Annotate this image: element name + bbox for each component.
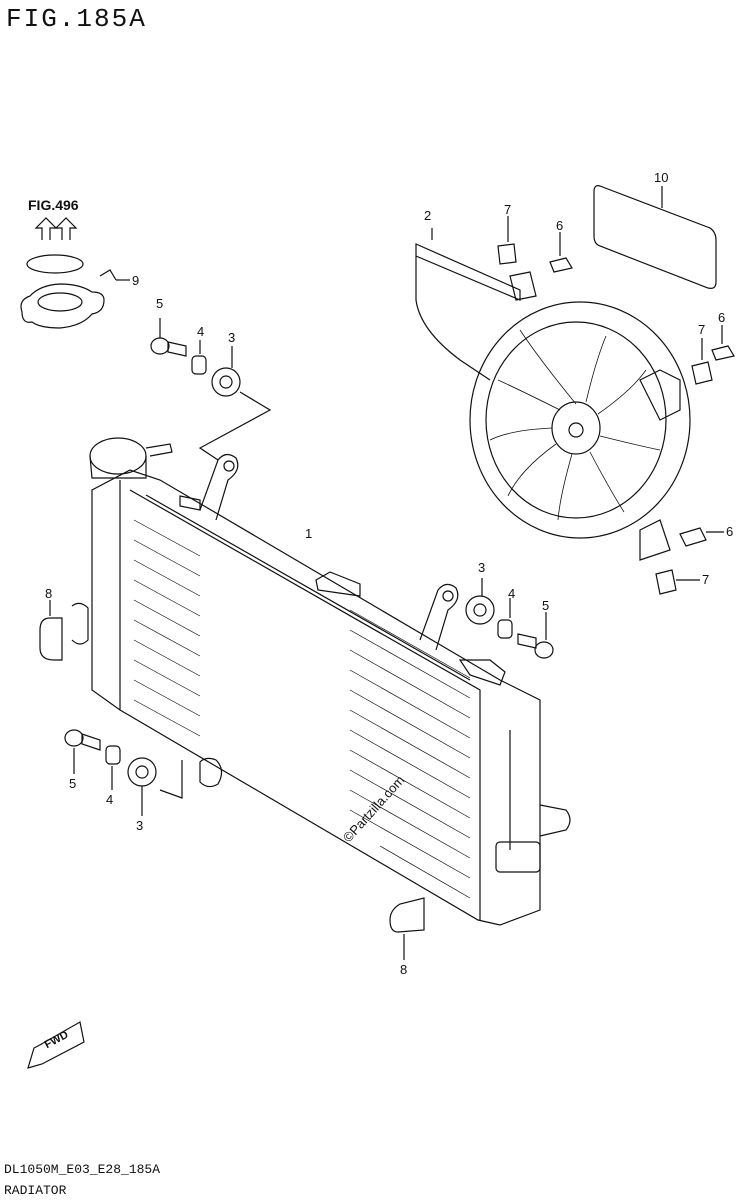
pad-parts (39, 600, 425, 960)
callout-7: 7 (504, 202, 512, 217)
diagram-name: RADIATOR (4, 1183, 67, 1198)
fan-fasteners (497, 216, 735, 595)
collar-part-top (191, 340, 207, 375)
callout-6: 6 (718, 310, 726, 325)
callout-9: 9 (132, 273, 140, 288)
callout-5: 5 (69, 776, 77, 791)
callout-8: 8 (45, 586, 53, 601)
label-sticker-part (593, 185, 717, 289)
grommet-part-top (198, 346, 272, 461)
callout-4: 4 (508, 586, 516, 601)
reference-arrow (34, 217, 78, 240)
bolt-part-top (150, 318, 187, 357)
callout-5: 5 (542, 598, 550, 613)
figure-title: FIG.185A (6, 4, 147, 34)
mount-parts-left (64, 729, 183, 816)
callout-6: 6 (556, 218, 564, 233)
callout-3: 3 (478, 560, 486, 575)
reference-label: FIG.496 (28, 197, 79, 213)
diagram-code: DL1050M_E03_E28_185A (4, 1162, 161, 1177)
callout-4: 4 (106, 792, 114, 807)
fan-assembly-part (415, 228, 691, 561)
callout-5: 5 (156, 296, 164, 311)
callout-6: 6 (726, 524, 734, 539)
callout-3: 3 (136, 818, 144, 833)
mount-parts-right (465, 578, 554, 659)
radiator-core-part (89, 437, 571, 926)
callout-2: 2 (424, 208, 432, 223)
callout-1: 1 (305, 526, 313, 541)
callout-10: 10 (654, 170, 669, 185)
callout-7: 7 (702, 572, 710, 587)
callout-4: 4 (197, 324, 205, 339)
callout-8: 8 (400, 962, 408, 977)
callout-3: 3 (228, 330, 236, 345)
fwd-arrow-icon (27, 1021, 85, 1069)
callout-7: 7 (698, 322, 706, 337)
radiator-cap-part (20, 254, 130, 329)
